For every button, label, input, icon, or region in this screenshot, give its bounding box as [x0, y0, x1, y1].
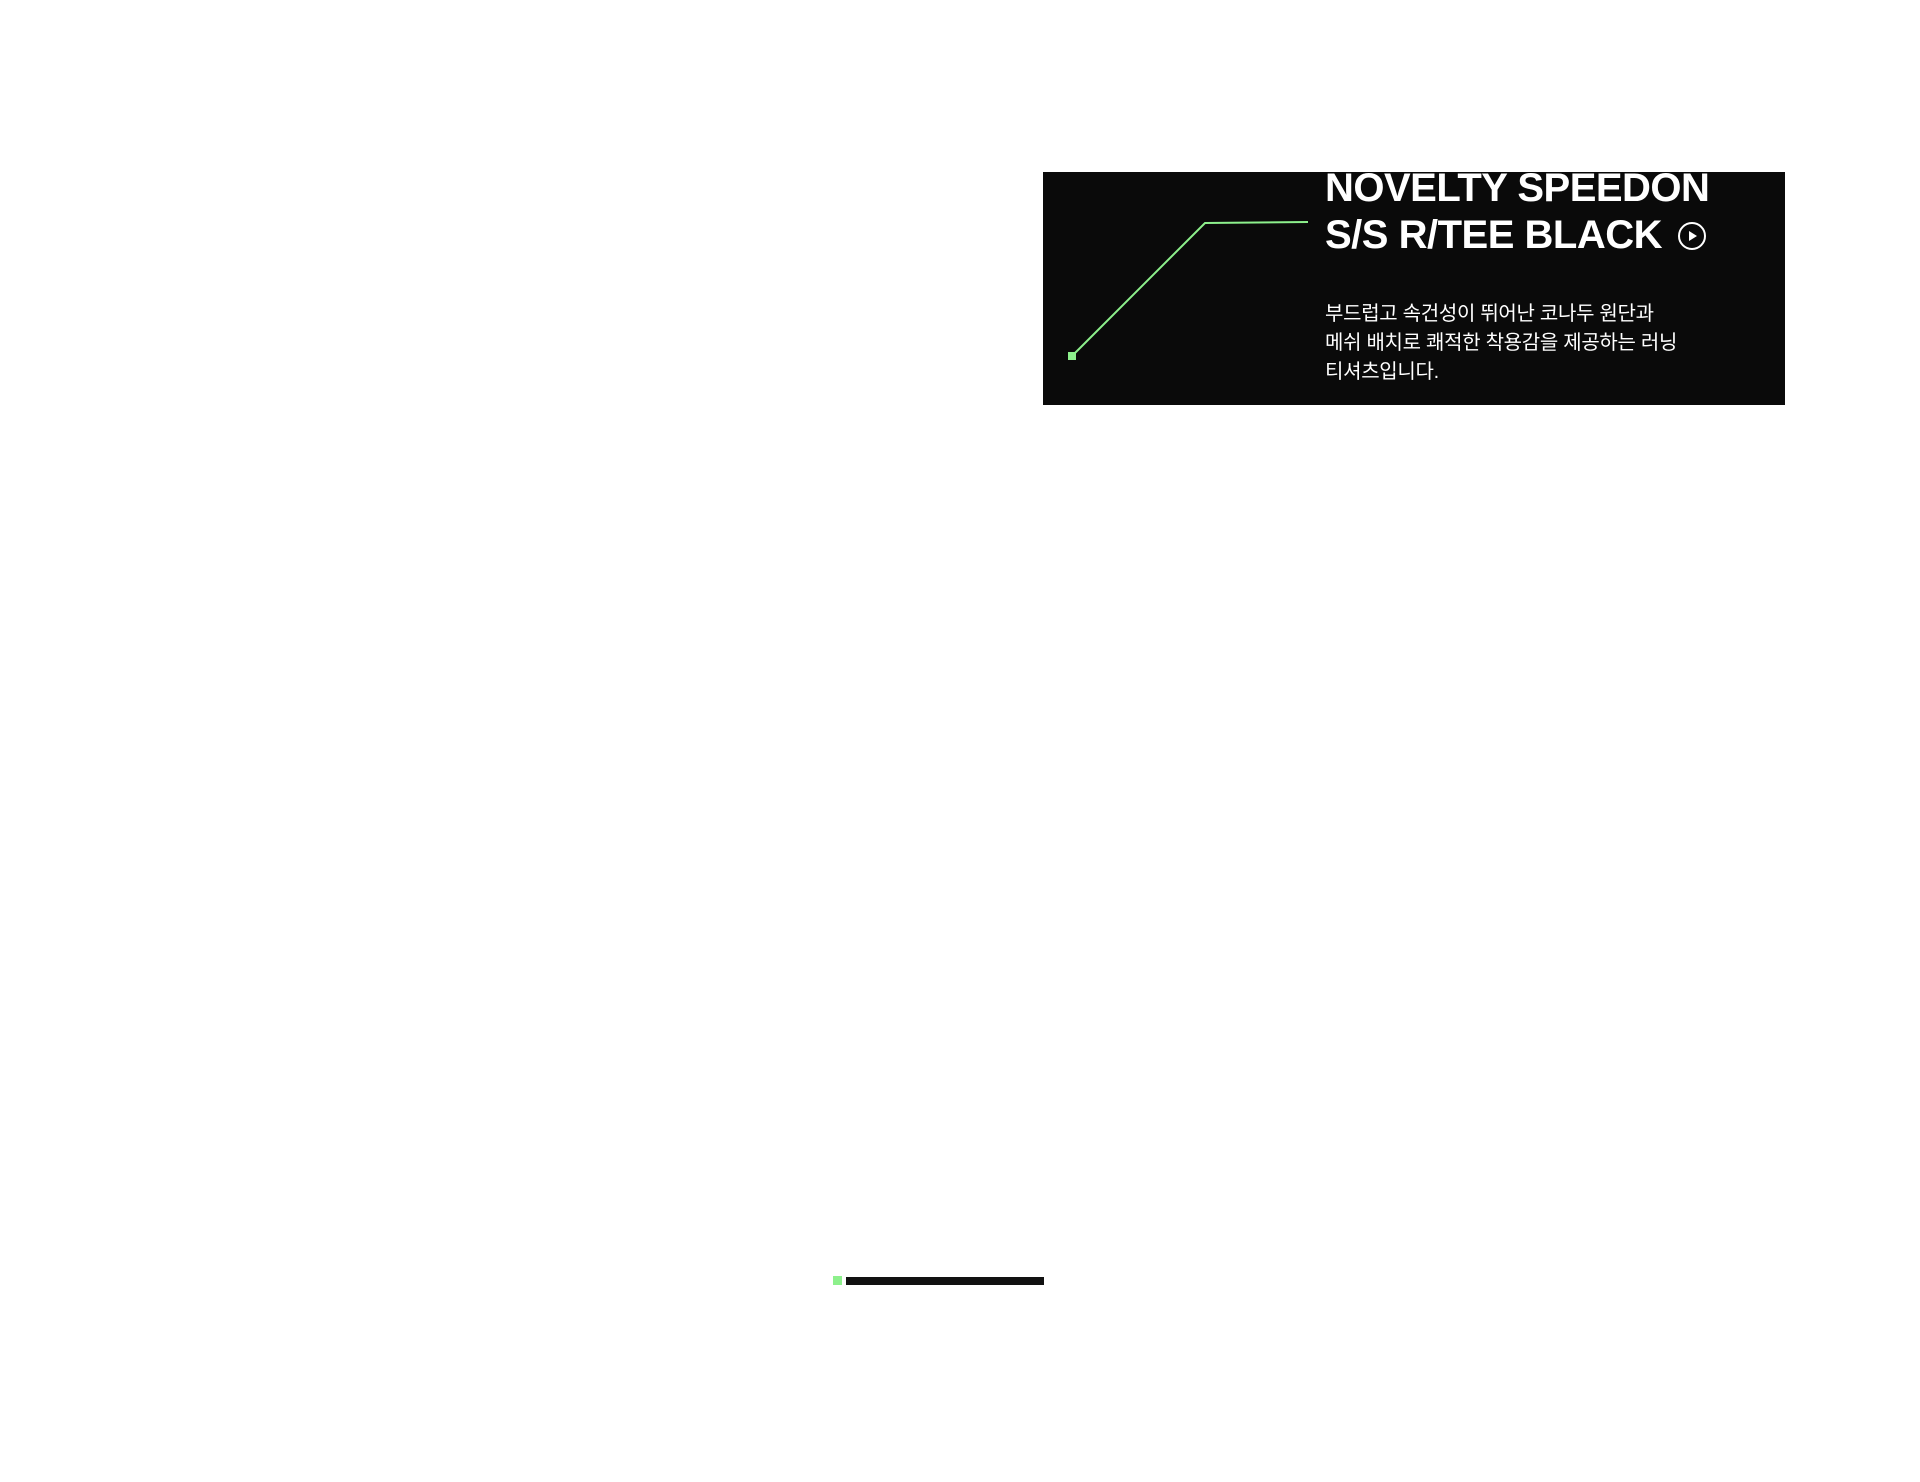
product-title-line2: S/S R/TEE BLACK [1325, 213, 1662, 257]
trend-start-dot-icon [1068, 352, 1076, 360]
product-title-line1: NOVELTY SPEEDON [1325, 172, 1710, 210]
trend-line-graphic [1068, 221, 1309, 360]
progress-marker-icon [833, 1276, 842, 1285]
carousel-progress [833, 1276, 1044, 1285]
product-description-line1: 부드럽고 속건성이 뛰어난 코나두 원단과 [1325, 303, 1654, 325]
product-description-line2: 메쉬 배치로 쾌적한 착용감을 제공하는 러닝 [1325, 332, 1678, 354]
product-description: 부드럽고 속건성이 뛰어난 코나두 원단과 메쉬 배치로 쾌적한 착용감을 제공… [1325, 300, 1777, 387]
product-title: NOVELTY SPEEDON S/S R/TEE BLACK [1325, 172, 1710, 259]
progress-bar[interactable] [846, 1276, 1044, 1285]
play-button[interactable] [1677, 221, 1706, 250]
product-description-line3: 티셔츠입니다. [1325, 361, 1439, 383]
play-icon [1688, 230, 1697, 241]
product-banner-card: NOVELTY SPEEDON S/S R/TEE BLACK 부드럽고 속건성… [1043, 172, 1785, 405]
